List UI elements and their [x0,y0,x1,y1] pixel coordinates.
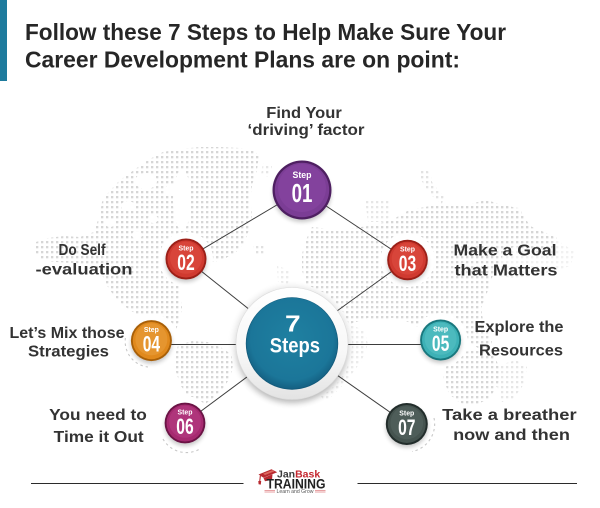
svg-text:Time it Out: Time it Out [54,429,145,446]
svg-text:Do Self: Do Self [59,242,107,259]
svg-text:05: 05 [432,331,449,356]
svg-text:02: 02 [177,250,194,275]
svg-text:Step: Step [179,244,194,253]
svg-text:that Matters: that Matters [455,263,558,280]
svg-text:06: 06 [176,414,193,439]
svg-text:Explore the: Explore the [475,319,564,336]
svg-text:Step: Step [433,325,448,334]
svg-text:You need to: You need to [49,407,147,424]
svg-text:7: 7 [285,310,301,336]
svg-text:Resources: Resources [479,343,563,360]
svg-text:Step: Step [400,245,415,254]
svg-text:-evaluation: -evaluation [36,261,133,278]
svg-text:Let’s Mix those: Let’s Mix those [10,325,125,342]
svg-text:Step: Step [293,170,312,181]
svg-text:TRAINING: TRAINING [267,477,326,492]
svg-text:Follow these 7 Steps to Help M: Follow these 7 Steps to Help Make Sure Y… [25,19,506,45]
svg-text:Step: Step [178,408,193,417]
svg-text:Steps: Steps [270,334,320,358]
svg-text:‘driving’ factor: ‘driving’ factor [248,122,365,139]
svg-text:Find Your: Find Your [266,105,342,122]
svg-text:Step: Step [144,325,159,334]
svg-text:Step: Step [399,409,414,418]
svg-text:07: 07 [398,415,415,440]
svg-text:Take a breather: Take a breather [442,407,576,424]
svg-text:Learn and Grow: Learn and Grow [277,489,314,495]
svg-text:01: 01 [292,178,313,208]
svg-text:Make a Goal: Make a Goal [454,243,557,260]
svg-text:04: 04 [143,331,161,356]
svg-text:JanBask: JanBask [277,468,320,480]
svg-text:Career Development Plans are o: Career Development Plans are on point: [25,47,460,73]
svg-text:03: 03 [399,251,416,276]
svg-text:now and then: now and then [453,427,570,444]
svg-text:Strategies: Strategies [28,344,109,361]
